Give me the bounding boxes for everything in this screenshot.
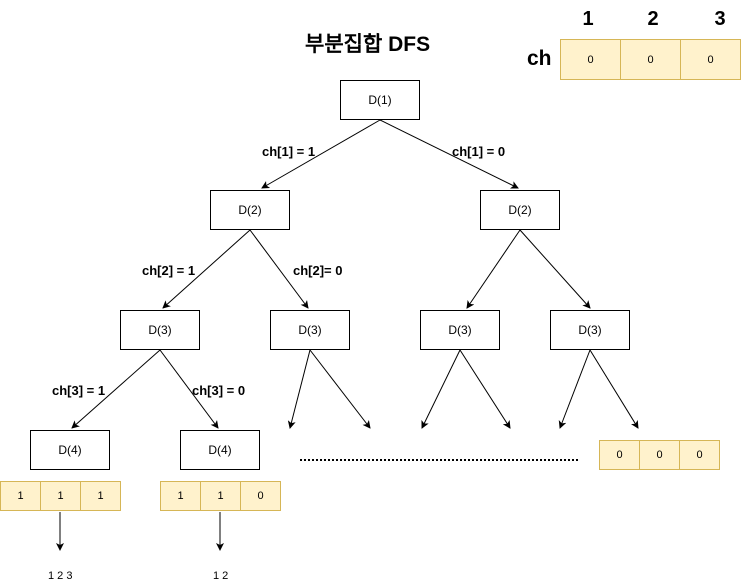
leaf-array-first-cell-3: 1 bbox=[80, 481, 121, 511]
edge-l2-left bbox=[162, 229, 251, 309]
edge-label-ll3-right: ch[3] = 0 bbox=[192, 383, 246, 398]
leaf-array-last: 0 0 0 bbox=[599, 440, 720, 470]
node-r2: D(2) bbox=[480, 190, 560, 230]
leaf-array-first: 1 1 1 bbox=[0, 481, 121, 511]
leaf-array-first-cell-2: 1 bbox=[40, 481, 81, 511]
index-label-2: 2 bbox=[647, 8, 659, 30]
node-lll4: D(4) bbox=[30, 430, 110, 470]
edge-label-l2-right: ch[2]= 0 bbox=[293, 263, 343, 278]
node-lr3: D(3) bbox=[270, 310, 350, 350]
edge-r2-right bbox=[519, 229, 591, 309]
edge-ll3-left bbox=[71, 349, 161, 429]
edge-lr3-left bbox=[287, 349, 311, 429]
ch-array: 0 0 0 bbox=[560, 39, 741, 80]
node-l2: D(2) bbox=[210, 190, 290, 230]
edge-label-root-right: ch[1] = 0 bbox=[452, 144, 506, 159]
ch-cell-3: 0 bbox=[680, 39, 741, 80]
edge-rr3-right bbox=[589, 349, 639, 429]
edge-lr3-right bbox=[309, 349, 371, 429]
result-second: 1 2 bbox=[213, 570, 229, 582]
result-first: 1 2 3 bbox=[48, 570, 73, 582]
edge-rl3-left bbox=[421, 349, 461, 429]
ch-cell-2: 0 bbox=[620, 39, 681, 80]
node-llr4: D(4) bbox=[180, 430, 260, 470]
index-label-1: 1 bbox=[582, 8, 594, 30]
diagram-title: 부분집합 DFS bbox=[305, 33, 431, 56]
edge-rl3-right bbox=[459, 349, 511, 429]
node-rr3: D(3) bbox=[550, 310, 630, 350]
array-name-label: ch bbox=[527, 47, 552, 70]
edge-label-ll3-left: ch[3] = 1 bbox=[52, 383, 106, 398]
leaf-array-second-cell-1: 1 bbox=[160, 481, 201, 511]
edge-ll3-right bbox=[159, 349, 219, 429]
ellipsis-dots bbox=[300, 459, 578, 461]
edge-rr3-left bbox=[558, 349, 591, 429]
node-root: D(1) bbox=[340, 80, 420, 120]
node-ll3: D(3) bbox=[120, 310, 200, 350]
leaf-array-second-cell-2: 1 bbox=[200, 481, 241, 511]
edge-root-left bbox=[261, 119, 381, 189]
node-rl3: D(3) bbox=[420, 310, 500, 350]
leaf-array-last-cell-3: 0 bbox=[679, 440, 720, 470]
leaf-array-second-cell-3: 0 bbox=[240, 481, 281, 511]
edge-label-l2-left: ch[2] = 1 bbox=[142, 263, 196, 278]
edge-root-right bbox=[379, 119, 519, 189]
edge-label-root-left: ch[1] = 1 bbox=[262, 144, 316, 159]
edge-r2-left bbox=[466, 229, 521, 309]
edge-l2-right bbox=[249, 229, 309, 309]
leaf-array-first-cell-1: 1 bbox=[0, 481, 41, 511]
index-label-3: 3 bbox=[714, 8, 726, 30]
leaf-array-last-cell-1: 0 bbox=[599, 440, 640, 470]
leaf-array-second: 1 1 0 bbox=[160, 481, 281, 511]
ch-cell-1: 0 bbox=[560, 39, 621, 80]
leaf-array-last-cell-2: 0 bbox=[639, 440, 680, 470]
